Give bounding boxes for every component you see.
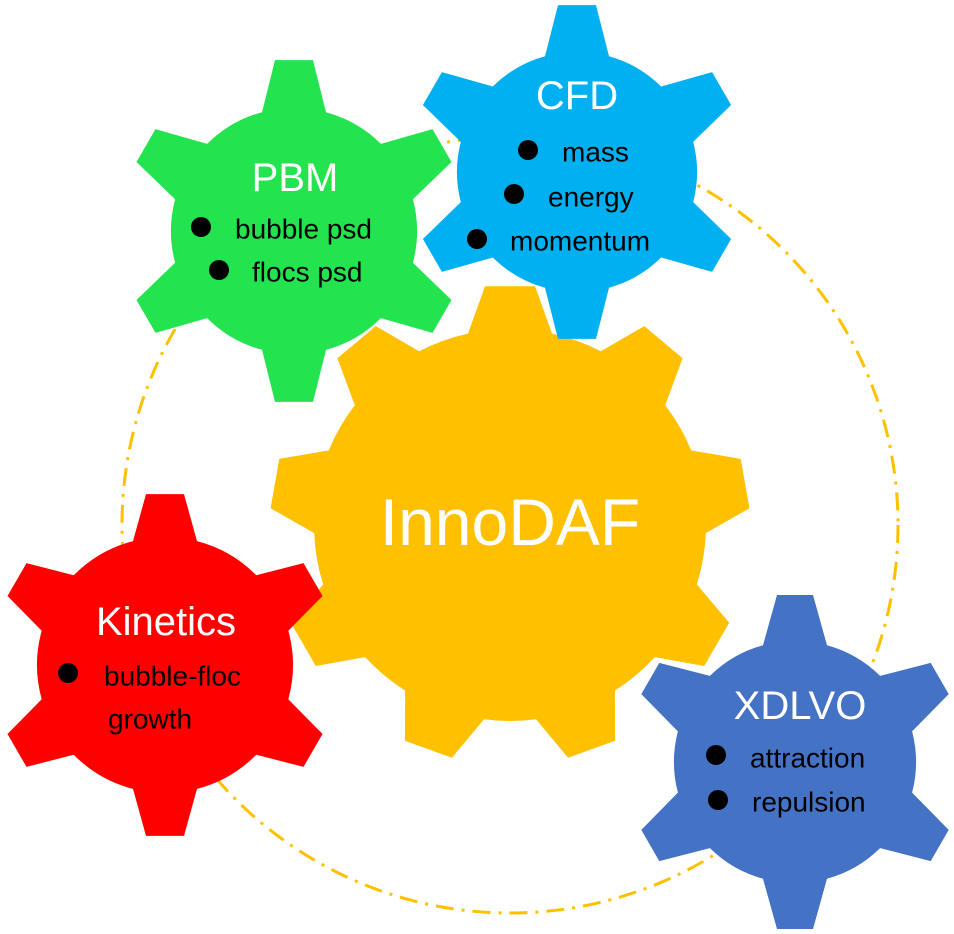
gear-innodaf: [270, 286, 750, 758]
bullet-icon: [518, 140, 538, 160]
bullet-icon: [706, 745, 726, 765]
gear-kinetics: [7, 494, 323, 836]
pbm-item: flocs psd: [252, 257, 363, 288]
kinetics-item: growth: [108, 704, 192, 735]
gear-xdlvo: [641, 595, 949, 929]
bullet-icon: [467, 229, 487, 249]
pbm-item: bubble psd: [235, 214, 372, 245]
xdlvo-item: repulsion: [752, 787, 866, 818]
cfd-item: energy: [548, 182, 634, 213]
bullet-icon: [504, 184, 524, 204]
xdlvo-title: XDLVO: [734, 684, 867, 728]
bullet-icon: [191, 217, 211, 237]
cfd-item: momentum: [510, 226, 650, 257]
bullet-icon: [708, 790, 728, 810]
cfd-title: CFD: [536, 74, 618, 118]
gear-cfd: [422, 5, 732, 339]
center-title: InnoDAF: [380, 485, 640, 559]
cfd-item: mass: [562, 137, 629, 168]
pbm-title: PBM: [252, 156, 339, 200]
kinetics-item: bubble-floc: [104, 661, 241, 692]
gear-pbm: [136, 60, 452, 402]
kinetics-title: Kinetics: [96, 600, 236, 644]
bullet-icon: [58, 663, 78, 683]
bullet-icon: [209, 260, 229, 280]
xdlvo-item: attraction: [750, 743, 865, 774]
